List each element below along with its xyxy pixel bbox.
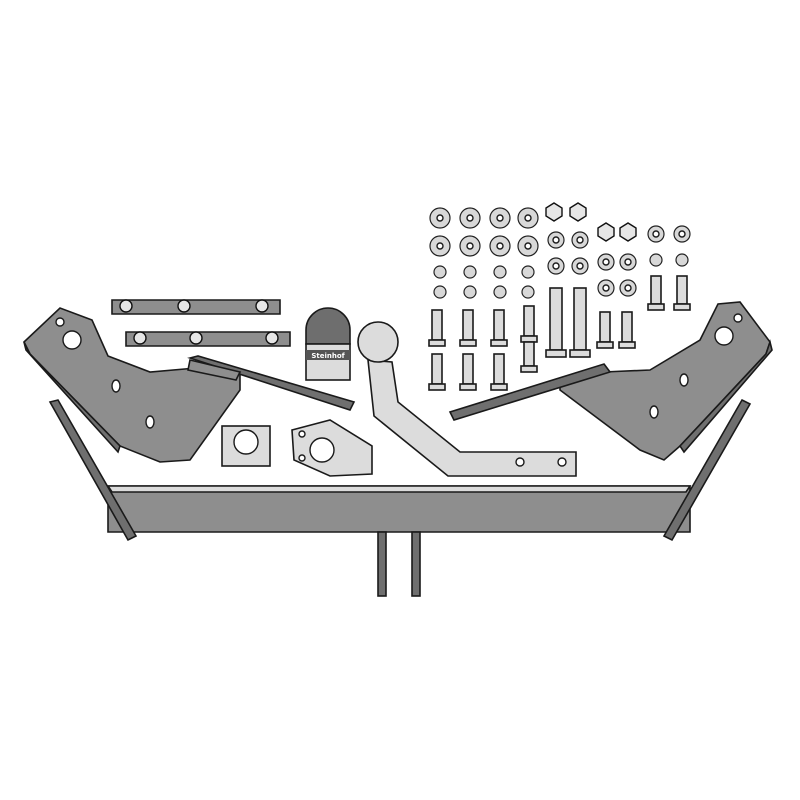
nut-plate-upper — [111, 299, 281, 315]
left-side-bracket — [23, 307, 356, 463]
socket-plate — [221, 425, 271, 467]
tow-ball-neck — [357, 321, 577, 477]
hardware-washers — [429, 207, 691, 297]
socket-mount-bracket — [291, 419, 373, 477]
hardware-nuts — [545, 202, 637, 242]
cover-logo: Steinhof — [311, 352, 345, 360]
right-side-bracket — [448, 301, 773, 461]
tow-ball-cover: Steinhof — [305, 307, 351, 381]
crossbar — [48, 398, 752, 597]
hardware-bolts — [428, 275, 691, 391]
hardware-spring-washers — [433, 253, 689, 299]
nut-plate-lower — [125, 331, 291, 347]
